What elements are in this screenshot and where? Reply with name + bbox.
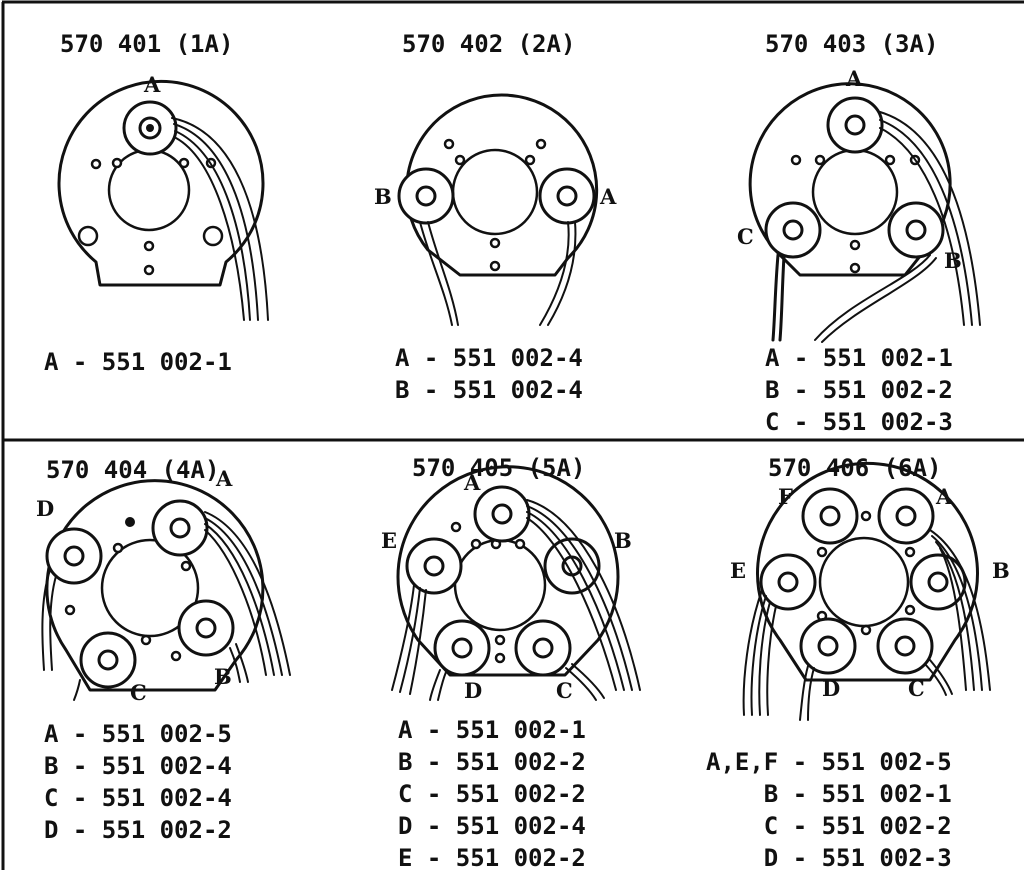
coil-e	[405, 537, 463, 595]
coil-d	[433, 619, 491, 677]
assembly-title: 570 404 (4A)	[46, 456, 220, 484]
legend-line: D - 551 002-3	[706, 844, 952, 872]
coil-c	[876, 617, 934, 675]
legend-line: B - 551 002-4	[44, 752, 232, 780]
coil-a	[538, 167, 596, 225]
coil-label: A	[600, 184, 617, 209]
coil-d	[45, 527, 103, 585]
coil-a	[473, 485, 531, 543]
assembly-3-drawing	[748, 82, 981, 343]
center-bore	[818, 536, 910, 628]
center-bore	[453, 538, 547, 632]
coil-label: C	[556, 678, 573, 703]
legend-line: C - 551 002-2	[706, 812, 952, 840]
coil-label: B	[614, 528, 632, 553]
legend-line: B - 551 002-2	[765, 376, 953, 404]
legend-line: A - 551 002-1	[398, 716, 586, 744]
assembly-2-drawing	[397, 93, 599, 326]
legend-line: B - 551 002-4	[395, 376, 583, 404]
coil-label: C	[130, 680, 147, 705]
legend-line: D - 551 002-4	[398, 812, 586, 840]
legend-line: B - 551 002-1	[706, 780, 952, 808]
coil-label: A	[144, 72, 161, 97]
legend-line: C - 551 002-3	[765, 408, 953, 436]
assembly-title: 570 401 (1A)	[60, 30, 234, 58]
coil-b	[543, 537, 601, 595]
coil-a	[877, 487, 935, 545]
assembly-6-drawing	[742, 461, 991, 721]
coil-d	[799, 617, 857, 675]
assembly-title: 570 406 (6A)	[768, 454, 942, 482]
legend-line: A - 551 002-4	[395, 344, 583, 372]
legend-line: B - 551 002-2	[398, 748, 586, 776]
legend-line: C - 551 002-2	[398, 780, 586, 808]
center-bore	[811, 148, 899, 236]
coil-a	[826, 96, 884, 154]
coil-a	[151, 499, 209, 557]
coil-label: B	[992, 558, 1010, 583]
legend-line: E - 551 002-2	[398, 844, 586, 872]
coil-label: A	[846, 66, 863, 91]
assembly-1-drawing	[57, 79, 269, 321]
center-bore	[451, 148, 539, 236]
coil-label: D	[36, 496, 55, 521]
coil-label: E	[730, 558, 747, 583]
legend-line: D - 551 002-2	[44, 816, 232, 844]
coil-a	[122, 100, 178, 156]
coil-label: F	[778, 484, 793, 509]
legend-line: A,E,F - 551 002-5	[706, 748, 952, 776]
coil-c	[79, 631, 137, 689]
coil-b	[177, 599, 235, 657]
center-bore	[100, 538, 200, 638]
coil-label: D	[822, 676, 841, 701]
coil-f	[801, 487, 859, 545]
coil-b	[887, 201, 945, 259]
coil-label: B	[214, 664, 232, 689]
assembly-title: 570 403 (3A)	[765, 30, 939, 58]
coil-c	[764, 201, 822, 259]
legend-line: A - 551 002-1	[765, 344, 953, 372]
coil-label: C	[737, 224, 754, 249]
legend-line: A - 551 002-1	[44, 348, 232, 376]
coil-c	[514, 619, 572, 677]
coil-label: B	[944, 248, 962, 273]
assembly-5-drawing	[391, 465, 641, 701]
coil-label: B	[374, 184, 392, 209]
coil-label: E	[381, 528, 398, 553]
legend-line: A - 551 002-5	[44, 720, 232, 748]
coil-label: D	[464, 678, 483, 703]
assembly-title: 570 405 (5A)	[412, 454, 586, 482]
coil-e	[759, 553, 817, 611]
assembly-title: 570 402 (2A)	[402, 30, 576, 58]
assembly-4-drawing	[41, 479, 291, 701]
coil-label: A	[464, 470, 481, 495]
coil-b	[397, 167, 455, 225]
coil-label: C	[908, 676, 925, 701]
coil-label: A	[216, 466, 233, 491]
coil-label: A	[936, 484, 953, 509]
legend-line: C - 551 002-4	[44, 784, 232, 812]
